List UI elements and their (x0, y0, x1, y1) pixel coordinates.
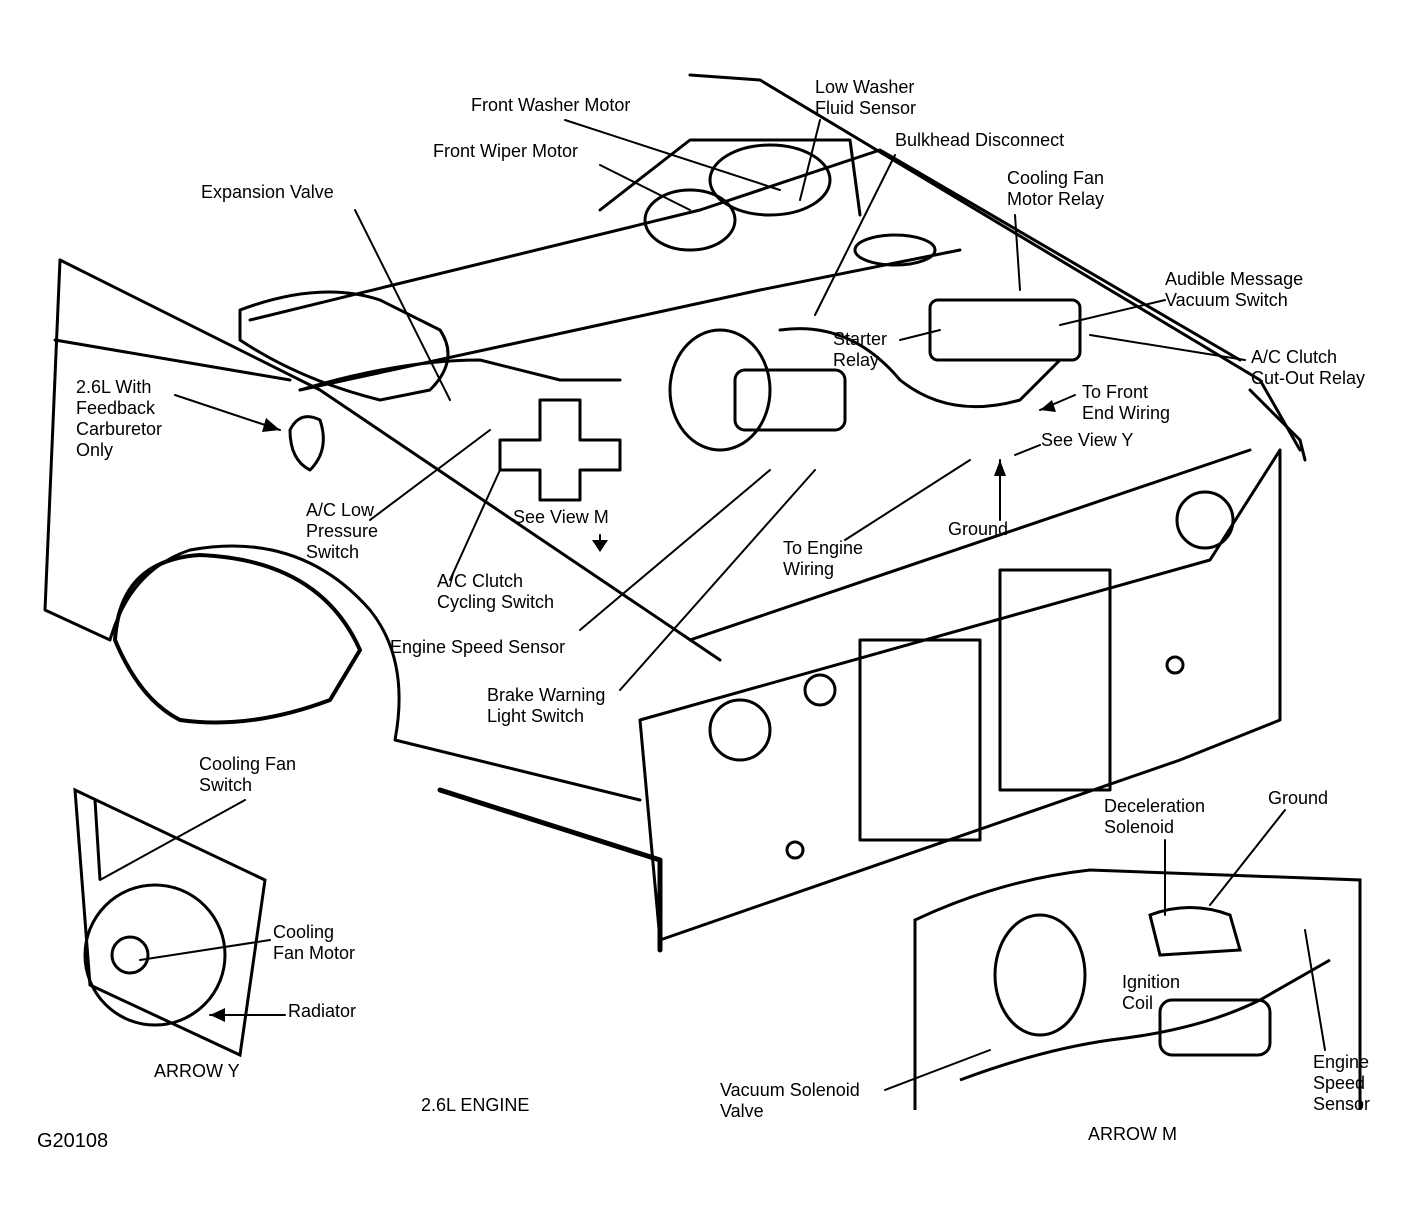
arrowhead-ground-main (994, 460, 1006, 476)
wheel-arch (113, 553, 362, 725)
label-front-wiper-motor: Front Wiper Motor (433, 141, 579, 161)
wiper-motor-body (643, 188, 737, 252)
leader-audible-message (1059, 299, 1166, 326)
headlamp-opening-left (858, 638, 982, 842)
leader-ac-low-pressure (369, 429, 491, 521)
inset-y-fan-ring (83, 883, 227, 1027)
leader-starter-relay (899, 329, 941, 341)
leader-ac-clutch-cycling (449, 469, 501, 581)
leader-ground-inset (1209, 809, 1286, 906)
leader-front-washer-motor (564, 119, 781, 191)
radiator-support-top (688, 448, 1252, 642)
label-bulkhead-disconnect: Bulkhead Disconnect (895, 130, 1065, 150)
bolt-hole-1 (803, 673, 837, 707)
headlamp-right (1175, 490, 1235, 550)
inset-m-coil (1158, 998, 1272, 1057)
fender-top-edge (58, 258, 722, 662)
leader-vacuum-solenoid (884, 1049, 991, 1091)
cross-brace (498, 398, 622, 502)
ac-line (298, 358, 622, 392)
arrowhead-radiator (210, 1008, 225, 1022)
arrowhead-feedback-carb (262, 418, 280, 432)
leader-to-engine-wiring (844, 459, 971, 541)
inset-m-harness (959, 958, 1331, 1082)
label-see-view-m: See View M (513, 507, 609, 527)
leader-engine-speed-sensor-main (579, 469, 771, 631)
cowl-lower (298, 248, 962, 392)
leader-see-view-y (1014, 444, 1041, 456)
leader-cooling-fan-motor (139, 939, 271, 961)
shock-tower-right (853, 233, 937, 267)
cowl-panel (248, 148, 1242, 362)
leader-engine-speed-sensor-inset (1304, 929, 1326, 1051)
inset-y-shroud (73, 787, 267, 1058)
hood-prop-right (1248, 388, 1307, 462)
washer-reservoir (708, 143, 832, 217)
label-ground-inset: Ground (1268, 788, 1329, 808)
master-cylinder (733, 368, 847, 432)
caption-arrow-m: ARROW M (1088, 1124, 1177, 1144)
bolt-hole-2 (1165, 655, 1185, 675)
inset-y-fan-switch (93, 799, 102, 881)
leader-ac-clutch-cutout-relay (1089, 334, 1246, 361)
headlamp-opening-right (998, 568, 1112, 792)
inset-m-solenoid (1148, 906, 1242, 957)
figure-code: G20108 (37, 1130, 109, 1152)
leader-bulkhead-disconnect (814, 154, 896, 316)
leader-feedback-carb (174, 394, 281, 431)
headlamp-left (708, 698, 772, 762)
leader-cooling-fan-switch (99, 799, 246, 881)
left-fender-outline (43, 258, 642, 802)
leader-low-washer-fluid-sensor (799, 119, 821, 201)
leader-expansion-valve (354, 209, 451, 401)
label-expansion-valve: Expansion Valve (201, 182, 334, 202)
label-radiator: Radiator (288, 1001, 357, 1021)
label-ground-main: Ground (948, 519, 1009, 539)
lower-skirt (437, 787, 663, 953)
leader-front-wiper-motor (599, 164, 691, 211)
leader-cooling-fan-motor-relay (1014, 214, 1021, 291)
arrowhead-to-front-end (1040, 400, 1056, 412)
windshield-frame (598, 138, 862, 217)
leader-brake-warning (619, 469, 816, 691)
inset-y-fan-hub (110, 935, 150, 975)
fender-inner-line (53, 338, 292, 382)
strut-tower-left (238, 290, 450, 402)
caption-engine: 2.6L ENGINE (421, 1095, 530, 1115)
brake-booster (668, 328, 772, 452)
arrowhead-see-view-m (592, 540, 608, 552)
label-front-washer-motor: Front Washer Motor (471, 95, 631, 115)
label-see-view-y: See View Y (1041, 430, 1134, 450)
relay-block (928, 298, 1082, 362)
wiring-harness (778, 327, 1062, 409)
carburetor-grommet (288, 415, 325, 472)
hood-hinge-right (688, 73, 1302, 452)
bolt-hole-3 (785, 840, 805, 860)
label-engine-speed-sensor-main: Engine Speed Sensor (390, 637, 566, 657)
inset-m-frame (913, 868, 1362, 1110)
inset-m-booster (993, 913, 1087, 1037)
caption-arrow-y: ARROW Y (154, 1061, 240, 1081)
